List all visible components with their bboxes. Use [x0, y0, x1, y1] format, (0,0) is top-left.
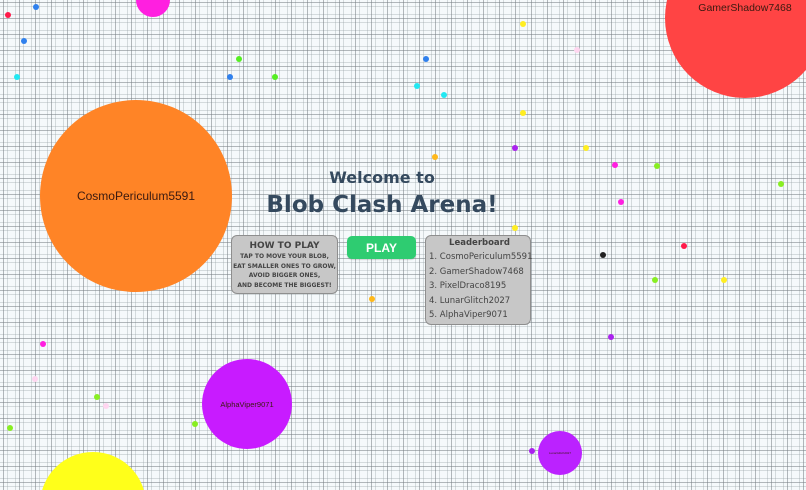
food-pellet	[7, 425, 13, 431]
instruction-line: AVOID BIGGER ONES,	[248, 272, 321, 279]
food-pellet	[40, 341, 46, 347]
food-pellet	[612, 162, 618, 168]
food-pellet	[512, 145, 518, 151]
player-blob	[136, 0, 170, 17]
leaderboard-entry: 3. PixelDraco8195	[429, 281, 507, 292]
food-pellet	[423, 56, 429, 62]
food-pellet	[14, 74, 20, 80]
food-pellet	[721, 277, 727, 283]
food-pellet	[529, 448, 535, 454]
food-pellet	[520, 110, 526, 116]
food-pellet	[192, 421, 198, 427]
play-button[interactable]: PLAY	[347, 236, 416, 259]
food-pellet	[32, 376, 38, 382]
leaderboard-title: Leaderboard	[449, 238, 510, 248]
blob-name-label: AlphaViper9071	[220, 399, 274, 409]
player-blob: GamerShadow7468	[665, 0, 806, 98]
food-pellet	[94, 394, 100, 400]
food-pellet	[369, 296, 375, 302]
leaderboard-panel: Leaderboard 1. CosmoPericulum5591 2. Gam…	[425, 235, 533, 325]
player-blob: LunarGlitch2027	[538, 431, 582, 475]
food-pellet	[432, 154, 438, 160]
blob-name-label: LunarGlitch2027	[548, 451, 571, 455]
food-pellet	[520, 21, 526, 27]
food-pellet	[5, 12, 11, 18]
food-pellet	[512, 225, 518, 231]
food-pellet	[618, 199, 624, 205]
instruction-line: AND BECOME THE BIGGEST!	[237, 281, 332, 289]
food-pellet	[227, 74, 233, 80]
food-pellet	[652, 277, 658, 283]
leaderboard-entry: 5. AlphaViper9071	[429, 310, 508, 321]
food-pellet	[103, 403, 109, 409]
instruction-line: EAT SMALLER ONES TO GROW,	[233, 262, 336, 270]
welcome-text: Welcome to	[329, 168, 435, 187]
leaderboard-entry: 2. GamerShadow7468	[429, 266, 524, 277]
food-pellet	[272, 74, 278, 80]
food-pellet	[414, 83, 420, 89]
blob-name-label: CosmoPericulum5591	[76, 189, 196, 203]
food-pellet	[236, 56, 242, 62]
food-pellet	[33, 4, 39, 10]
leaderboard-entry: 1. CosmoPericulum5591	[429, 252, 533, 262]
food-pellet	[21, 38, 27, 44]
food-pellet	[574, 47, 580, 53]
food-pellet	[778, 181, 784, 187]
food-pellet	[608, 334, 614, 340]
how-to-play-panel: HOW TO PLAY TAP TO MOVE YOUR BLOB, EAT S…	[231, 235, 338, 294]
food-pellet	[681, 243, 687, 249]
food-pellet	[441, 92, 447, 98]
food-pellet	[600, 252, 606, 258]
instruction-line: TAP TO MOVE YOUR BLOB,	[240, 253, 329, 260]
player-blob	[40, 452, 146, 490]
food-pellet	[583, 145, 589, 151]
leaderboard-entry: 4. LunarGlitch2027	[429, 295, 511, 306]
game-title: Blob Clash Arena!	[266, 192, 498, 218]
blob-name-label: GamerShadow7468	[698, 2, 792, 14]
player-blob: AlphaViper9071	[202, 359, 292, 449]
how-to-play-heading: HOW TO PLAY	[249, 241, 320, 251]
player-blob: CosmoPericulum5591	[40, 100, 232, 292]
food-pellet	[654, 163, 660, 169]
